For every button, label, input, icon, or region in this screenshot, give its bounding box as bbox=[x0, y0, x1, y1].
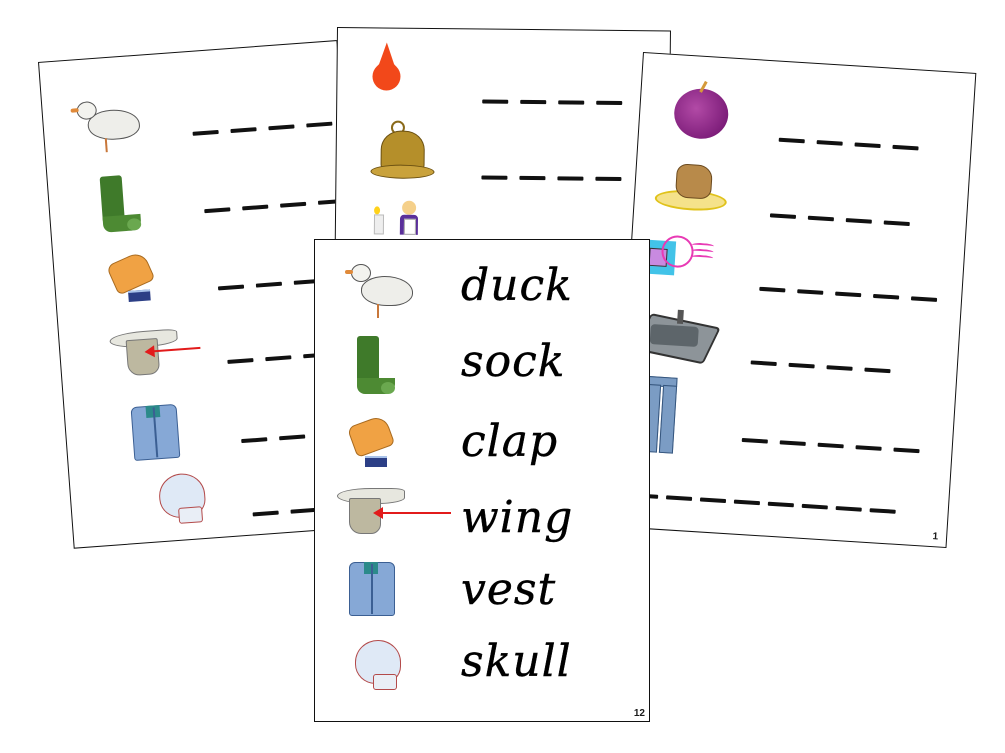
word-duck: duck bbox=[461, 260, 573, 311]
back-center-worksheet-page bbox=[334, 27, 671, 271]
answer-blanks bbox=[192, 121, 333, 136]
arrow-icon bbox=[379, 512, 451, 514]
answer-blanks bbox=[632, 493, 896, 514]
word-wing: wing bbox=[461, 492, 574, 543]
word-skull: skull bbox=[461, 636, 572, 687]
front-word-card: duck sock clap wing vest skull 12 bbox=[314, 239, 650, 722]
answer-blanks bbox=[481, 175, 622, 181]
page-number: 12 bbox=[633, 708, 645, 719]
answer-blanks bbox=[750, 360, 891, 374]
word-clap: clap bbox=[461, 416, 559, 467]
answer-blanks bbox=[769, 213, 910, 227]
answer-blanks bbox=[759, 286, 938, 302]
answer-blanks bbox=[741, 437, 920, 454]
answer-blanks bbox=[778, 137, 919, 151]
page-number: 1 bbox=[932, 531, 939, 543]
word-sock: sock bbox=[461, 336, 566, 387]
word-vest: vest bbox=[461, 564, 557, 615]
answer-blanks bbox=[482, 99, 623, 105]
answer-blanks bbox=[204, 198, 345, 214]
right-worksheet-page: 1 bbox=[613, 52, 977, 549]
